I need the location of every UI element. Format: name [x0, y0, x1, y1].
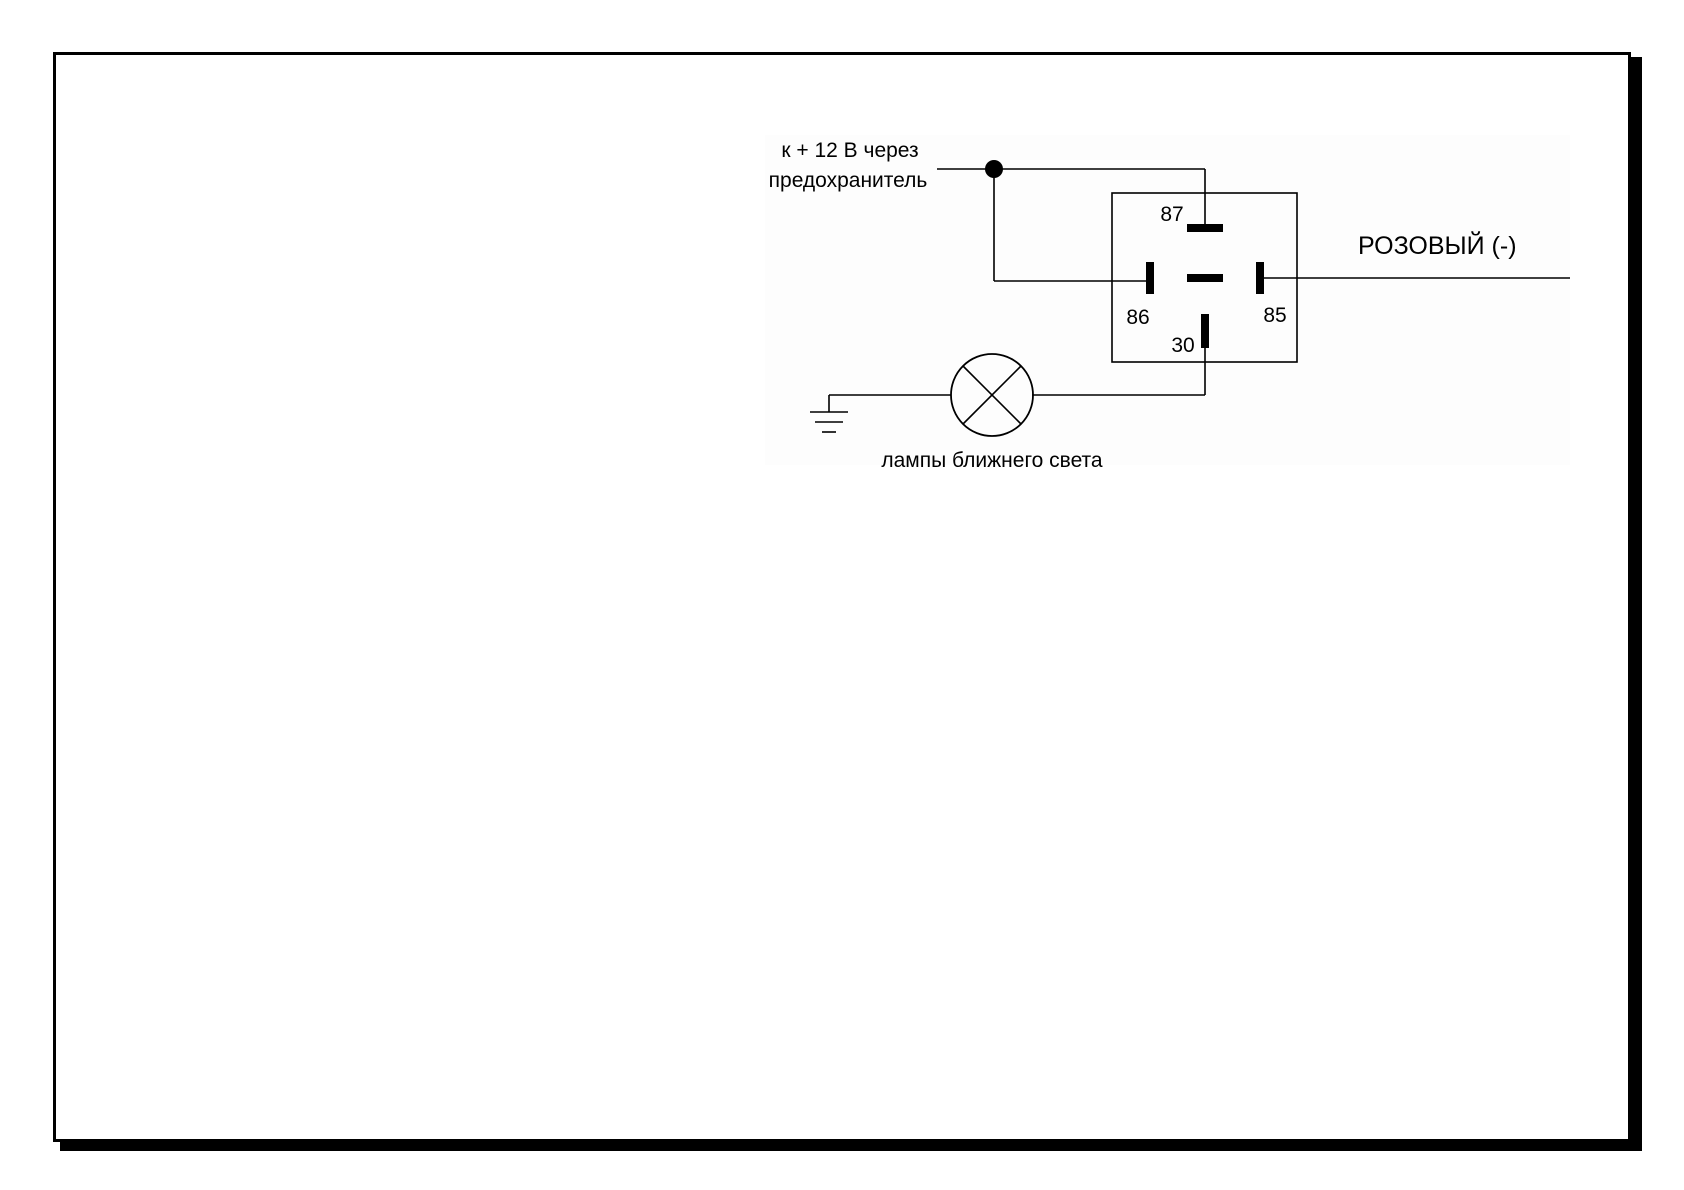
supply-label-line1: к + 12 В через [781, 139, 918, 162]
relay-pin-87a [1187, 274, 1223, 282]
lamp-label: лампы ближнего света [881, 449, 1103, 472]
pin-label-86: 86 [1126, 306, 1149, 329]
pin-label-87: 87 [1160, 203, 1183, 226]
relay-pin-30 [1201, 314, 1209, 348]
ground-icon [810, 411, 848, 433]
pin-label-85: 85 [1263, 304, 1286, 327]
pin-label-30: 30 [1171, 334, 1194, 357]
relay-pin-86 [1146, 262, 1154, 294]
supply-label-line2: предохранитель [769, 169, 928, 192]
grid-background [765, 135, 1570, 465]
drawing-frame [53, 52, 1631, 1142]
control-wire-label: РОЗОВЫЙ (-) [1358, 230, 1517, 260]
relay-pin-87 [1187, 224, 1223, 232]
